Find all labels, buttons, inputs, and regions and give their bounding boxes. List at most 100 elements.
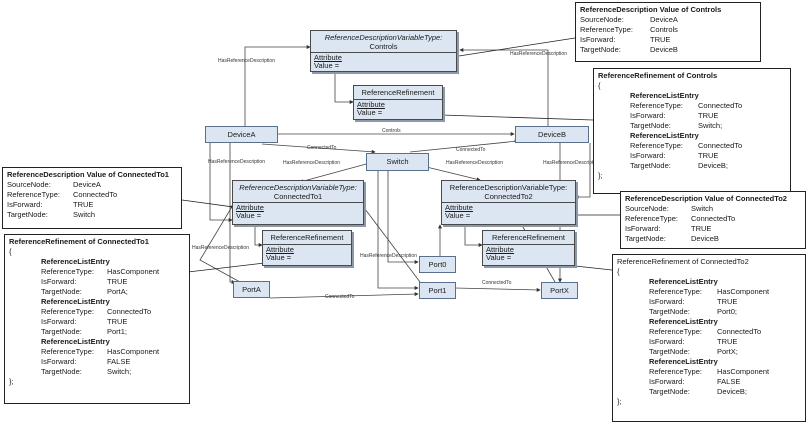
note-key: ReferenceType: [7,190,60,199]
edge-label-controls: Controls [382,128,401,134]
note-key: TargetNode: [41,367,82,376]
note-key: ReferenceType: [630,101,683,110]
note-row: IsForward:FALSE [41,357,185,367]
edge-deviceb-controls [459,48,549,127]
rr-connectedto1[interactable]: ReferenceRefinement Attribute Value = [262,230,352,266]
note-val: Port1; [107,327,128,336]
note-val: FALSE [717,377,741,386]
node-switch[interactable]: Switch [366,153,429,171]
edge-switch-ct1 [299,162,371,184]
note-row: ReferenceType: HasComponent [649,367,801,377]
node-port0[interactable]: Port0 [419,256,456,273]
note-key: ReferenceType: [41,267,94,276]
note-key: TargetNode: [7,210,48,219]
note-rr-connectedto2: ReferenceRefinement of ConnectedTo2 { Re… [612,254,806,422]
note-val: DeviceB [650,45,678,54]
node-portx[interactable]: PortX [541,282,578,299]
rr-controls-attribute: Attribute [357,100,385,109]
note-row: IsForward:TRUE [41,277,185,287]
rr-controls[interactable]: ReferenceRefinement Attribute Value = [353,85,443,120]
note-key: IsForward: [649,337,685,346]
note-key: IsForward: [649,297,685,306]
note-val: TRUE [698,111,719,120]
edge-switch-port0 [387,165,419,264]
note-row: TargetNode:PortX; [649,347,801,357]
node-port1-label: Port1 [428,286,447,295]
node-devicea-label: DeviceA [227,130,256,139]
vtype-controls-name: Controls [369,42,398,51]
note-key: ReferenceType: [649,367,702,376]
note-val: PortX; [717,347,738,356]
note-row: IsForward:TRUE [7,200,177,210]
note-rr-controls: ReferenceRefinement of Controls { Refere… [593,68,791,194]
note-val: ConnectedTo [691,214,736,223]
rr-ct1-title: ReferenceRefinement [263,231,351,245]
note-row: ReferenceType:HasComponent [41,347,185,357]
note-val: Switch [691,204,714,213]
rr-connectedto2[interactable]: ReferenceRefinement Attribute Value = [482,230,575,266]
note-key: IsForward: [7,200,43,209]
note-row: TargetNode: Switch [7,210,177,220]
note-row: TargetNode: Switch; [630,121,786,131]
edge-switch-port1 [377,165,419,290]
note-close-brace: }; [617,397,622,406]
note-row: TargetNode: Port1; [41,327,185,337]
note-key: TargetNode: [41,327,82,336]
node-port1[interactable]: Port1 [419,282,456,299]
edge-label-hasrefdesc-f: HasReferenceDescription [543,160,600,166]
note-entry-label: ReferenceListEntry [41,337,110,346]
node-port0-label: Port0 [428,260,447,269]
vtype-controls-value: Value = [314,61,340,70]
note-key: SourceNode: [7,180,51,189]
node-deviceb[interactable]: DeviceB [515,126,589,143]
edge-label-connectedto-2: ConnectedTo [456,147,486,153]
note-key: ReferenceType: [625,214,678,223]
note-row: IsForward:TRUE [649,297,801,307]
note-rd-controls: ReferenceDescription Value of Controls S… [575,2,761,62]
note-val: Switch; [698,121,723,130]
edge-port1-ct1 [361,204,421,283]
edge-deviceb-ct2 [574,143,591,199]
edge-ct2-rr [464,225,483,247]
rr-controls-title: ReferenceRefinement [354,86,442,100]
note-row: IsForward:TRUE [625,224,801,234]
vtype-connectedto2[interactable]: ReferenceDescriptionVariableType: Connec… [441,180,576,225]
node-porta[interactable]: PortA [233,281,270,298]
note-entry-label: ReferenceListEntry [649,277,718,286]
note-row: ReferenceType: ConnectedTo [625,214,801,224]
node-devicea[interactable]: DeviceA [205,126,278,143]
vtype-controls[interactable]: ReferenceDescriptionVariableType: Contro… [310,30,457,72]
node-switch-label: Switch [386,157,409,166]
note-rd-ct1-title: ReferenceDescription Value of ConnectedT… [7,170,169,179]
note-val: HasComponent [107,267,160,276]
vtype-ct2-name: ConnectedTo2 [484,192,533,201]
note-key: TargetNode: [630,121,671,130]
node-portx-label: PortX [550,286,569,295]
vtype-controls-attribute: Attribute [314,53,342,62]
vtype-ct1-attribute: Attribute [236,203,264,212]
edge-label-hasrefdesc-b: HasReferenceDescription [510,51,567,57]
edge-devicea-ct1 [209,143,233,222]
edge-controls-rr [334,73,354,104]
note-open-brace: { [598,81,601,90]
rr-ct2-value: Value = [486,253,512,262]
note-val: HasComponent [717,367,770,376]
note-key: TargetNode: [649,387,690,396]
edge-porta-port1 [269,292,419,299]
vtype-connectedto1[interactable]: ReferenceDescriptionVariableType: Connec… [232,180,364,225]
note-val: ConnectedTo [107,307,152,316]
rr-controls-value: Value = [357,108,383,117]
note-close-brace: }; [9,377,14,386]
note-val: HasComponent [107,347,160,356]
note-rr-controls-title: ReferenceRefinement of Controls [598,71,718,80]
note-val: Switch [73,210,96,219]
note-row: ReferenceType:ConnectedTo [41,307,185,317]
edge-switch-deviceb [409,139,519,153]
edge-label-connectedto-1: ConnectedTo [307,145,337,151]
rr-ct1-value: Value = [266,253,292,262]
note-val: DeviceB; [698,161,729,170]
edge-label-hasrefdesc-c: HasReferenceDescription [208,159,265,165]
note-val: DeviceA [73,180,101,189]
note-key: ReferenceType: [649,327,702,336]
note-entry-label: ReferenceListEntry [630,91,699,100]
